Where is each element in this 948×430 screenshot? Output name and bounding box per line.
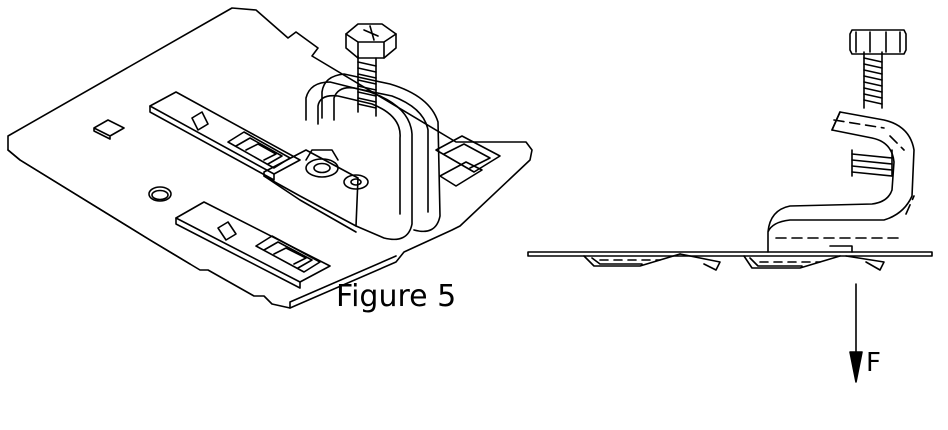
side-view-drawing <box>527 29 933 383</box>
clamp-body <box>263 73 441 241</box>
bolt <box>345 23 397 117</box>
force-label: F <box>866 348 881 378</box>
round-hole <box>148 186 172 202</box>
side-clamp <box>767 111 915 253</box>
force-arrow <box>849 283 863 383</box>
square-hole <box>93 119 125 140</box>
base-plate <box>7 7 533 309</box>
side-bolt <box>849 29 907 177</box>
lower-slot-tab <box>175 201 331 289</box>
mounting-plate-drawing <box>7 7 533 309</box>
side-plate <box>527 251 933 257</box>
upper-slot-tab <box>149 91 301 181</box>
figure-caption: Figure 5 <box>336 279 457 314</box>
